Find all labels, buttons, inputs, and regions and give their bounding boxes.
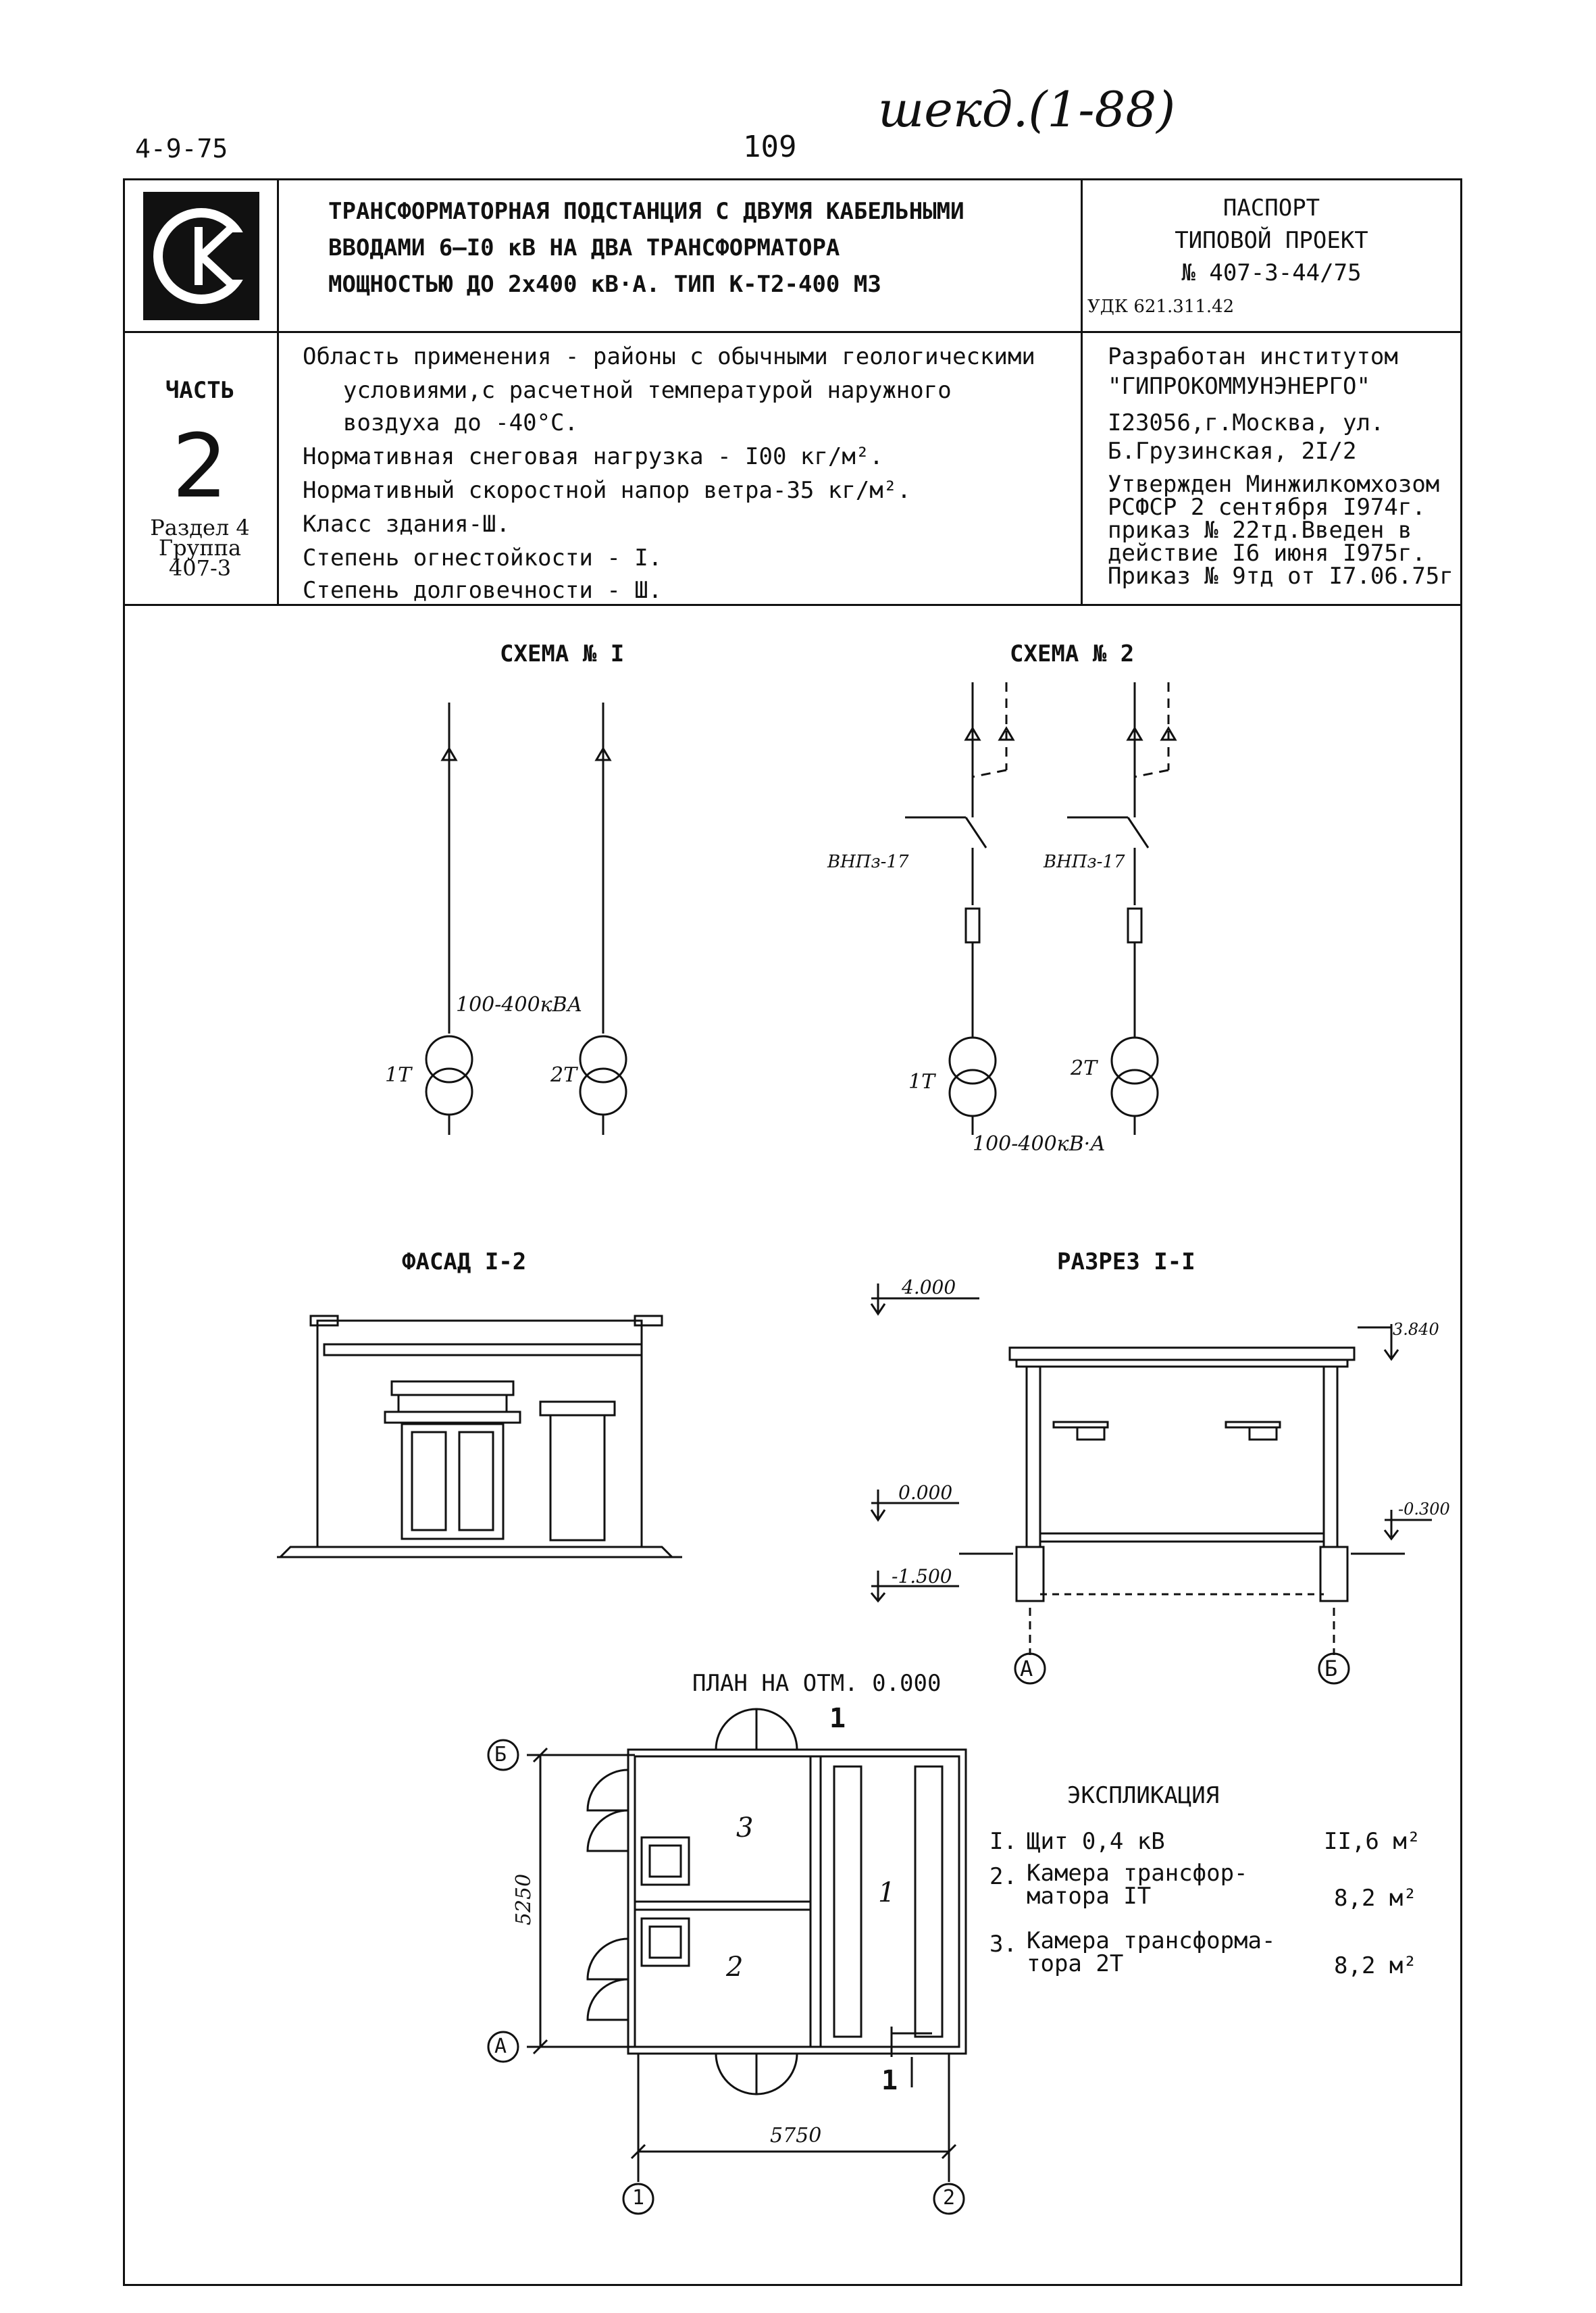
developer-line-1: Разработан институтом: [1108, 343, 1398, 370]
cut-mark-top: 1: [829, 1703, 846, 1734]
scheme2-t1: 1Т: [908, 1070, 935, 1094]
handwritten-note: шекд.(1-88): [878, 81, 1176, 138]
facade-title: ФАСАД I-2: [402, 1248, 527, 1275]
plan-axis-b: Б: [494, 1743, 507, 1766]
dimension-5750: 5750: [770, 2124, 822, 2147]
explication-item-3-area: 8,2 м²: [1334, 1952, 1417, 1979]
explication-item-2-number: 2.: [989, 1863, 1017, 1890]
spec-line-3: воздуха до -40°С.: [343, 409, 578, 436]
project-number: № 407-3-44/75: [1181, 259, 1362, 286]
explication-item-2-area: 8,2 м²: [1334, 1885, 1417, 1912]
explication-item-3-name: Камера трансформа-: [1027, 1927, 1276, 1954]
plan-axis-1: 1: [632, 2186, 645, 2210]
section-line-3: 407-3: [168, 555, 232, 581]
spec-line-1: Область применения - районы с обычными г…: [303, 343, 1035, 370]
developer-line-3: I23056,г.Москва, ул.: [1108, 409, 1385, 436]
scheme1-t2: 2Т: [550, 1063, 577, 1087]
passport-divider: [1081, 178, 1083, 604]
explication-title: ЭКСПЛИКАЦИЯ: [1067, 1782, 1220, 1809]
title-line-3: МОЩНОСТЬЮ ДО 2x400 кВ·А. ТИП К-Т2-400 МЗ: [328, 271, 881, 298]
approval-line-1: Утвержден Минжилкомхозом: [1108, 471, 1440, 498]
elevation-3840: 3.840: [1393, 1320, 1439, 1339]
spec-line-6: Класс здания-Ш.: [303, 511, 511, 538]
scheme2-switch-label-2: ВНПз-17: [1044, 852, 1125, 872]
passport-label: ПАСПОРТ: [1222, 195, 1320, 222]
elevation-0000: 0.000: [898, 1481, 953, 1504]
facade-drawing: [277, 1315, 682, 1558]
scheme2-switch-label-1: ВНПз-17: [827, 852, 909, 872]
scheme1-title: СХЕМА № I: [500, 640, 625, 667]
explication-item-3-number: 3.: [989, 1931, 1017, 1958]
logo-divider: [277, 178, 279, 604]
part-number: 2: [172, 415, 228, 517]
page-number: 109: [743, 130, 797, 164]
title-line-2: ВВОДАМИ 6–I0 кВ НА ДВА ТРАНСФОРМАТОРА: [328, 234, 840, 261]
explication-item-2-name-cont: матора IТ: [1027, 1883, 1152, 1910]
developer-line-2: "ГИПРОКОММУНЭНЕРГО": [1108, 373, 1370, 400]
spec-line-4: Нормативная снеговая нагрузка - I00 кг/м…: [303, 443, 883, 470]
plan-title: ПЛАН НА ОТМ. 0.000: [692, 1670, 942, 1697]
room-3-label: 3: [736, 1812, 754, 1844]
scheme-1: [425, 703, 627, 1135]
floor-plan: [487, 1708, 967, 2215]
explication-item-1-area: II,6 м²: [1324, 1828, 1421, 1855]
approval-line-2: РСФСР 2 сентября I974г.: [1108, 494, 1426, 521]
spec-line-8: Степень долговечности - Ш.: [303, 577, 663, 604]
approval-line-5: Приказ № 9тд от I7.06.75г: [1108, 563, 1453, 590]
approval-line-4: действие I6 июня I975г.: [1108, 540, 1426, 567]
explication-item-1-number: I.: [989, 1828, 1017, 1855]
plan-axis-2: 2: [943, 2186, 956, 2210]
power-label: 100-400кВА: [456, 993, 583, 1017]
scheme2-title: СХЕМА № 2: [1010, 640, 1135, 667]
spec-line-5: Нормативный скоростной напор ветра-35 кг…: [303, 477, 911, 504]
header-divider: [123, 331, 1462, 333]
scheme1-t1: 1Т: [385, 1063, 412, 1087]
page-frame: [123, 178, 1462, 2286]
part-label: ЧАСТЬ: [165, 377, 235, 404]
elevation-4000: 4.000: [902, 1276, 956, 1298]
developer-line-4: Б.Грузинская, 2I/2: [1108, 438, 1357, 465]
explication-item-1-name: Щит 0,4 кВ: [1027, 1828, 1165, 1855]
scheme2-t2: 2Т: [1071, 1057, 1098, 1080]
section-line-2: Группа: [158, 535, 242, 561]
section-axis-b: Б: [1324, 1656, 1338, 1681]
section-drawing: [870, 1283, 1432, 1685]
explication-item-3-name-cont: тора 2Т: [1027, 1950, 1124, 1977]
spec-line-2: условиями,с расчетной температурой наруж…: [343, 377, 952, 404]
plan-axis-a: А: [494, 2035, 507, 2058]
approval-line-3: приказ № 22тд.Введен в: [1108, 517, 1412, 544]
room-1-label: 1: [878, 1877, 896, 1908]
info-divider: [123, 604, 1462, 606]
logo-mark: [153, 208, 258, 304]
project-type: ТИПОВОЙ ПРОЕКТ: [1175, 227, 1368, 254]
dimension-5250: 5250: [512, 1873, 536, 1926]
elevation-m0300: -0.300: [1398, 1500, 1450, 1519]
spec-line-7: Степень огнестойкости - I.: [303, 544, 663, 571]
scheme-2: [905, 682, 1177, 1135]
section-axis-a: А: [1020, 1656, 1033, 1681]
section-line-1: Раздел 4: [150, 515, 250, 540]
elevation-m1500: -1.500: [892, 1565, 952, 1587]
udk-code: УДК 621.311.42: [1087, 297, 1235, 317]
room-2-label: 2: [726, 1952, 744, 1983]
title-line-1: ТРАНСФОРМАТОРНАЯ ПОДСТАНЦИЯ С ДВУМЯ КАБЕ…: [328, 198, 964, 225]
document-code: 4-9-75: [135, 134, 228, 163]
explication-item-2-name: Камера трансфор-: [1027, 1860, 1248, 1887]
logo: [143, 192, 259, 320]
cut-mark-bottom: 1: [881, 2065, 898, 2096]
scheme2-power-label: 100-400кВ·А: [973, 1132, 1106, 1156]
section-title: РАЗРЕЗ I-I: [1057, 1248, 1195, 1275]
